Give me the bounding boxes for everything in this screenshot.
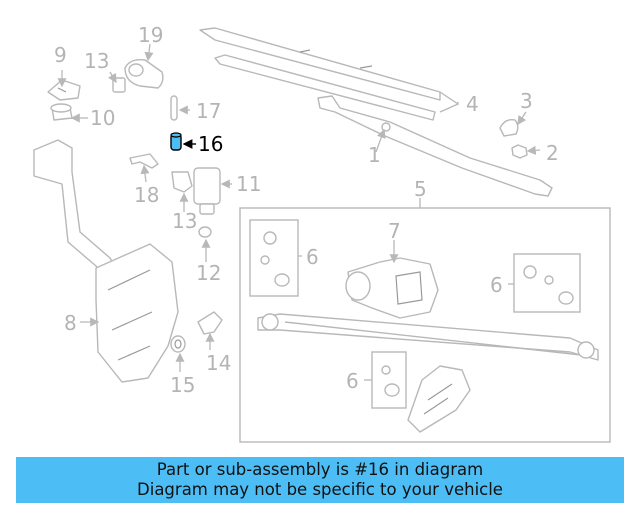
leader-lines bbox=[57, 43, 541, 381]
callout-12: 12 bbox=[196, 261, 221, 285]
callout-labels: 9 10 13 19 17 16 18 11 13 12 14 15 8 1 2… bbox=[54, 23, 559, 397]
part-14 bbox=[197, 311, 223, 335]
callout-19: 19 bbox=[138, 23, 163, 47]
callout-6-left: 6 bbox=[306, 245, 319, 269]
callout-7: 7 bbox=[388, 219, 401, 243]
callout-6-right: 6 bbox=[490, 273, 503, 297]
callout-10: 10 bbox=[90, 106, 115, 130]
callout-15: 15 bbox=[170, 373, 195, 397]
parts-diagram: 9 10 13 19 17 16 18 11 13 12 14 15 8 1 2… bbox=[33, 23, 611, 443]
part-15 bbox=[170, 335, 186, 353]
banner-line-1: Part or sub-assembly is #16 in diagram bbox=[156, 460, 484, 479]
callout-14: 14 bbox=[206, 351, 231, 375]
callout-16: 16 bbox=[198, 132, 223, 156]
washer-pump bbox=[193, 167, 221, 215]
callout-17: 17 bbox=[196, 99, 221, 123]
wiper-blade bbox=[199, 27, 441, 121]
part-13-elbow bbox=[171, 171, 193, 193]
callout-13-top: 13 bbox=[84, 49, 109, 73]
filler-neck bbox=[50, 103, 73, 121]
nut bbox=[511, 144, 528, 159]
callout-9: 9 bbox=[54, 43, 67, 67]
washer-reservoir bbox=[33, 139, 179, 383]
callout-4: 4 bbox=[466, 92, 479, 116]
callout-1: 1 bbox=[368, 143, 381, 167]
part-18 bbox=[129, 153, 159, 169]
callout-11: 11 bbox=[236, 172, 261, 196]
info-banner: Part or sub-assembly is #16 in diagram D… bbox=[16, 457, 624, 503]
callout-6-bottom: 6 bbox=[346, 369, 359, 393]
fasteners bbox=[260, 231, 574, 397]
hose-17 bbox=[170, 95, 178, 121]
callout-18: 18 bbox=[134, 183, 159, 207]
banner-line-2: Diagram may not be specific to your vehi… bbox=[137, 480, 503, 499]
mounting-bracket bbox=[407, 365, 471, 433]
part-16-highlighted bbox=[170, 132, 182, 151]
grommet-12 bbox=[198, 226, 212, 238]
reservoir-cap bbox=[47, 79, 81, 101]
callout-2: 2 bbox=[546, 141, 559, 165]
part-19 bbox=[124, 58, 164, 89]
wiper-motor bbox=[345, 257, 439, 319]
wiper-linkage bbox=[257, 313, 599, 361]
wiper-arm bbox=[317, 95, 553, 197]
arm-cap bbox=[499, 118, 519, 137]
callout-13-bottom: 13 bbox=[172, 209, 197, 233]
callout-5: 5 bbox=[414, 177, 427, 201]
linkage-assembly-box bbox=[239, 207, 611, 443]
callout-8: 8 bbox=[64, 311, 77, 335]
callout-3: 3 bbox=[520, 89, 533, 113]
